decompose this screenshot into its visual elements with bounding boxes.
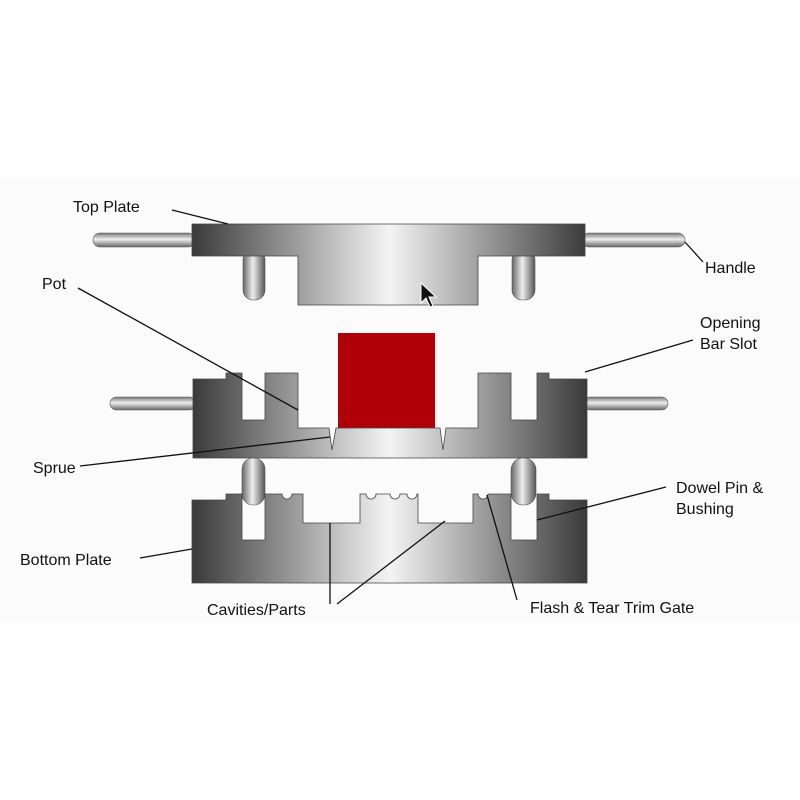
label-handle: Handle xyxy=(705,260,756,277)
mouse-cursor-icon xyxy=(420,281,438,308)
label-dowel-pin-line1: Dowel Pin & xyxy=(676,480,763,497)
label-opening-bar-slot-line1: Opening xyxy=(700,315,761,332)
label-bottom-plate: Bottom Plate xyxy=(20,552,112,569)
label-dowel-pin-line2: Bushing xyxy=(676,501,734,518)
label-cavities-parts: Cavities/Parts xyxy=(207,602,306,619)
leader-lines xyxy=(77,209,704,605)
dowel-pin-left xyxy=(241,457,266,506)
bottom-plate xyxy=(191,493,588,584)
dowel-pin-right xyxy=(510,457,537,506)
top-plate xyxy=(92,223,686,306)
handle-rod-left xyxy=(92,232,196,248)
top-pin-right xyxy=(511,249,536,301)
middle-rod-right xyxy=(583,396,669,411)
label-top-plate: Top Plate xyxy=(73,199,140,216)
handle-rod-right xyxy=(581,232,686,248)
middle-plate-pot xyxy=(109,372,669,459)
label-sprue: Sprue xyxy=(33,460,76,477)
molding-charge xyxy=(338,333,435,429)
label-flash-gate: Flash & Tear Trim Gate xyxy=(530,600,694,617)
middle-rod-left xyxy=(109,396,197,411)
top-pin-left xyxy=(242,249,266,301)
label-opening-bar-slot-line2: Bar Slot xyxy=(700,336,757,353)
label-pot: Pot xyxy=(42,276,67,293)
